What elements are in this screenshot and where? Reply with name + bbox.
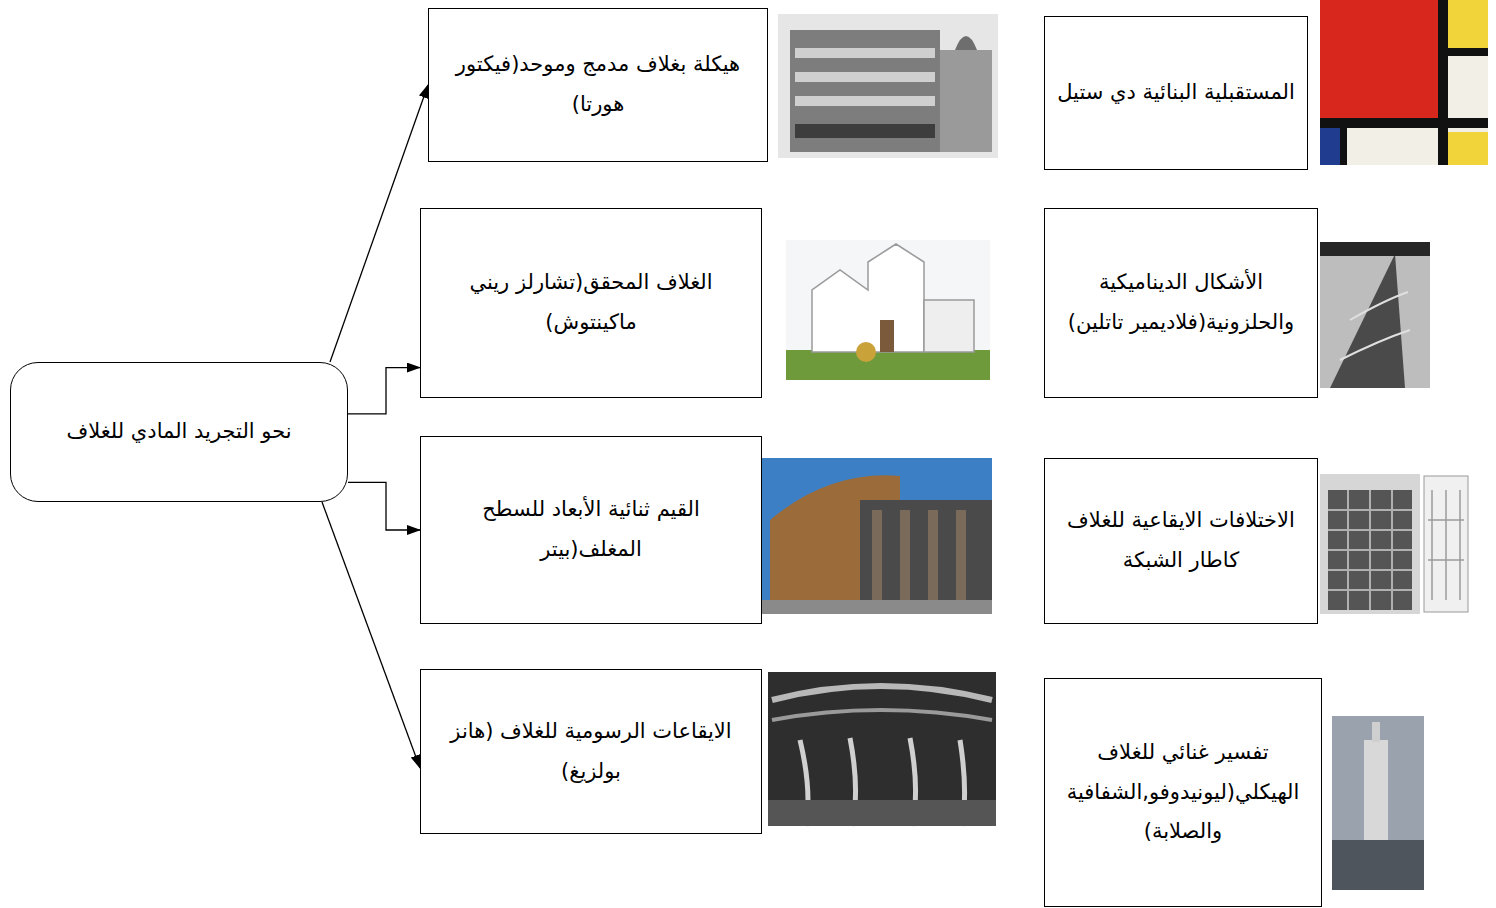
- photo-ground: [1320, 242, 1430, 388]
- arrow-connector: [322, 502, 420, 768]
- door: [880, 320, 894, 352]
- grid: [1328, 490, 1412, 610]
- window-row: [795, 96, 935, 106]
- pier: [928, 510, 938, 610]
- lawn: [786, 350, 990, 380]
- node-text: نحو التجريد المادي للغلاف: [66, 412, 291, 452]
- facade: [940, 50, 992, 152]
- text-stack: الغلاف المحقق(تشارلز ريني ماكينتوش): [433, 263, 749, 343]
- seating: [768, 800, 996, 826]
- text-stack: هيكلة بغلاف مدمج وموحد(فيكتور هورتا): [441, 45, 755, 125]
- arrow-connector: [348, 482, 420, 530]
- yellow-plane: [1448, 0, 1488, 48]
- node-text: الاختلافات الايقاعية للغلاف كاطار الشبكة: [1057, 501, 1305, 581]
- city: [1332, 840, 1424, 890]
- photo-ground: [786, 240, 990, 380]
- concept-box: الاختلافات الايقاعية للغلاف كاطار الشبكة: [1044, 458, 1318, 624]
- hall-photo: [762, 458, 992, 614]
- node-text: المستقبلية البنائية دي ستيل: [1057, 73, 1295, 113]
- spiral: [1340, 292, 1410, 360]
- canvas: [1320, 0, 1488, 165]
- text-stack: الاختلافات الايقاعية للغلاف كاطار الشبكة: [1057, 501, 1305, 581]
- sky: [1332, 716, 1424, 890]
- concept-box: القيم ثنائية الأبعاد للسطح المغلف(بيتر: [420, 436, 762, 624]
- arrow-connector: [330, 85, 428, 362]
- window-row: [795, 124, 935, 138]
- pier: [956, 510, 966, 610]
- root-box: نحو التجريد المادي للغلاف: [10, 362, 348, 502]
- black-line: [1320, 118, 1488, 128]
- arch: [772, 710, 992, 720]
- black-line: [1340, 128, 1347, 165]
- grid-building-photo: [1320, 474, 1468, 614]
- tower-photo: [1320, 242, 1430, 388]
- window-row: [795, 72, 935, 82]
- facade: [860, 500, 992, 614]
- text-stack: المستقبلية البنائية دي ستيل: [1057, 73, 1295, 113]
- tower: [1330, 254, 1405, 388]
- spire: [1372, 722, 1380, 742]
- facade: [1328, 490, 1412, 610]
- concept-box: الايقاعات الرسومية للغلاف (هانز بولزيغ): [420, 669, 762, 834]
- text-stack: نحو التجريد المادي للغلاف: [66, 412, 291, 452]
- node-text: هيكلة بغلاف مدمج وموحد(فيكتور هورتا): [441, 45, 755, 125]
- pier: [900, 510, 910, 610]
- text-stack: تفسير غنائي للغلاف الهيكلي(ليونيدوفو,الش…: [1057, 733, 1309, 853]
- elevation-drawing: [1424, 476, 1468, 612]
- concept-box: الأشكال الديناميكية والحلزونية(فلاديمير …: [1044, 208, 1318, 398]
- node-text: الغلاف المحقق(تشارلز ريني ماكينتوش): [433, 263, 749, 343]
- arrow-connector: [348, 368, 420, 414]
- theatre-photo: [768, 672, 996, 826]
- grid: [1428, 490, 1464, 600]
- arch: [772, 686, 992, 700]
- building-photo: [778, 14, 998, 158]
- skyscraper-photo: [1332, 716, 1424, 890]
- node-text: تفسير غنائي للغلاف الهيكلي(ليونيدوفو,الش…: [1057, 733, 1309, 853]
- facade: [790, 30, 940, 152]
- node-text: القيم ثنائية الأبعاد للسطح المغلف(بيتر: [433, 490, 749, 570]
- node-text: الايقاعات الرسومية للغلاف (هانز بولزيغ): [433, 712, 749, 792]
- text-stack: الايقاعات الرسومية للغلاف (هانز بولزيغ): [433, 712, 749, 792]
- mondrian-painting: [1320, 0, 1488, 165]
- yellow-plane: [1448, 132, 1488, 165]
- house: [812, 244, 924, 352]
- street: [762, 600, 992, 614]
- concept-box: الغلاف المحقق(تشارلز ريني ماكينتوش): [420, 208, 762, 398]
- pier: [872, 510, 882, 610]
- dome: [770, 475, 900, 614]
- black-line: [1448, 48, 1488, 56]
- photo-ground: [1320, 474, 1420, 614]
- photo-band: [1320, 242, 1430, 256]
- concept-box: تفسير غنائي للغلاف الهيكلي(ليونيدوفو,الش…: [1044, 678, 1322, 907]
- blue-plane: [1320, 128, 1340, 165]
- sky: [762, 458, 992, 614]
- node-text: الأشكال الديناميكية والحلزونية(فلاديمير …: [1057, 263, 1305, 343]
- text-stack: الأشكال الديناميكية والحلزونية(فلاديمير …: [1057, 263, 1305, 343]
- house-photo: [786, 240, 990, 380]
- black-line: [1438, 0, 1448, 165]
- dome: [955, 36, 977, 50]
- concept-box: هيكلة بغلاف مدمج وموحد(فيكتور هورتا): [428, 8, 768, 162]
- text-stack: القيم ثنائية الأبعاد للسطح المغلف(بيتر: [433, 490, 749, 570]
- shrub: [856, 342, 876, 362]
- concept-box: المستقبلية البنائية دي ستيل: [1044, 16, 1308, 170]
- window-row: [795, 48, 935, 58]
- interior: [768, 672, 996, 826]
- house-wing: [924, 300, 974, 352]
- red-plane: [1320, 0, 1438, 118]
- photo-ground: [778, 14, 998, 158]
